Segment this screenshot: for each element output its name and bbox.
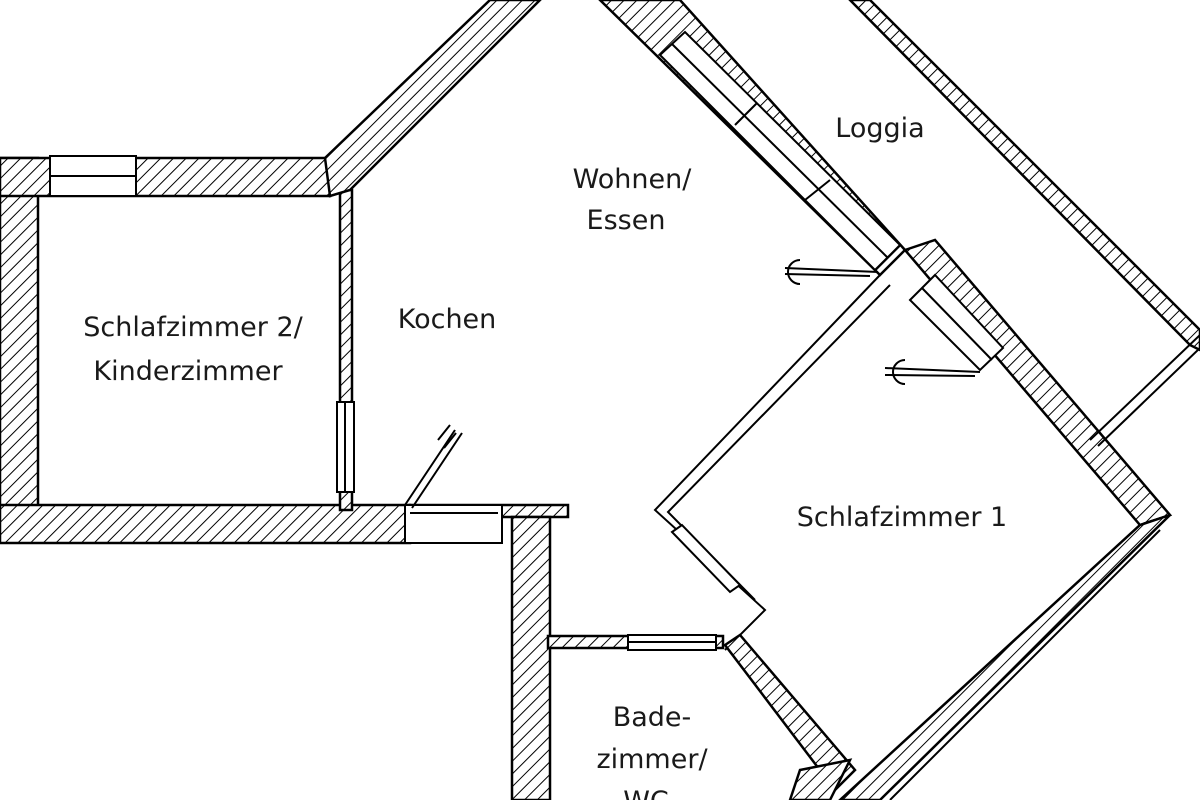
loggia-balustrade bbox=[848, 0, 1200, 447]
label-bathroom-line3: WC bbox=[623, 786, 669, 800]
bedroom-1-partition bbox=[653, 274, 891, 651]
living-diagonal-wall bbox=[323, 0, 542, 198]
bathroom-walls bbox=[723, 633, 857, 800]
door-loggia-2 bbox=[884, 359, 981, 385]
door-bathroom bbox=[627, 634, 717, 651]
label-bathroom-line2: zimmer/ bbox=[596, 744, 708, 775]
label-loggia: Loggia bbox=[835, 113, 924, 144]
door-bedroom-1 bbox=[670, 523, 742, 594]
door-kitchen-swing bbox=[404, 424, 463, 509]
label-bedroom-2-line2: Kinderzimmer bbox=[93, 356, 283, 387]
window-living-sliding bbox=[658, 30, 902, 272]
bedroom-1-lower-wall bbox=[838, 513, 1171, 800]
window-bedroom-1 bbox=[908, 273, 1005, 372]
label-bedroom-2-line1: Schlafzimmer 2/ bbox=[83, 312, 303, 343]
label-living-line2: Essen bbox=[587, 205, 666, 236]
window-kitchen bbox=[404, 504, 503, 544]
door-loggia-1 bbox=[784, 259, 879, 285]
label-living-line1: Wohnen/ bbox=[573, 164, 693, 195]
label-bedroom-1: Schlafzimmer 1 bbox=[797, 502, 1007, 533]
door-bedroom-2 bbox=[336, 401, 355, 493]
label-bathroom-line1: Bade- bbox=[613, 702, 692, 733]
label-kitchen: Kochen bbox=[398, 304, 497, 335]
window-bedroom-2 bbox=[49, 155, 137, 197]
